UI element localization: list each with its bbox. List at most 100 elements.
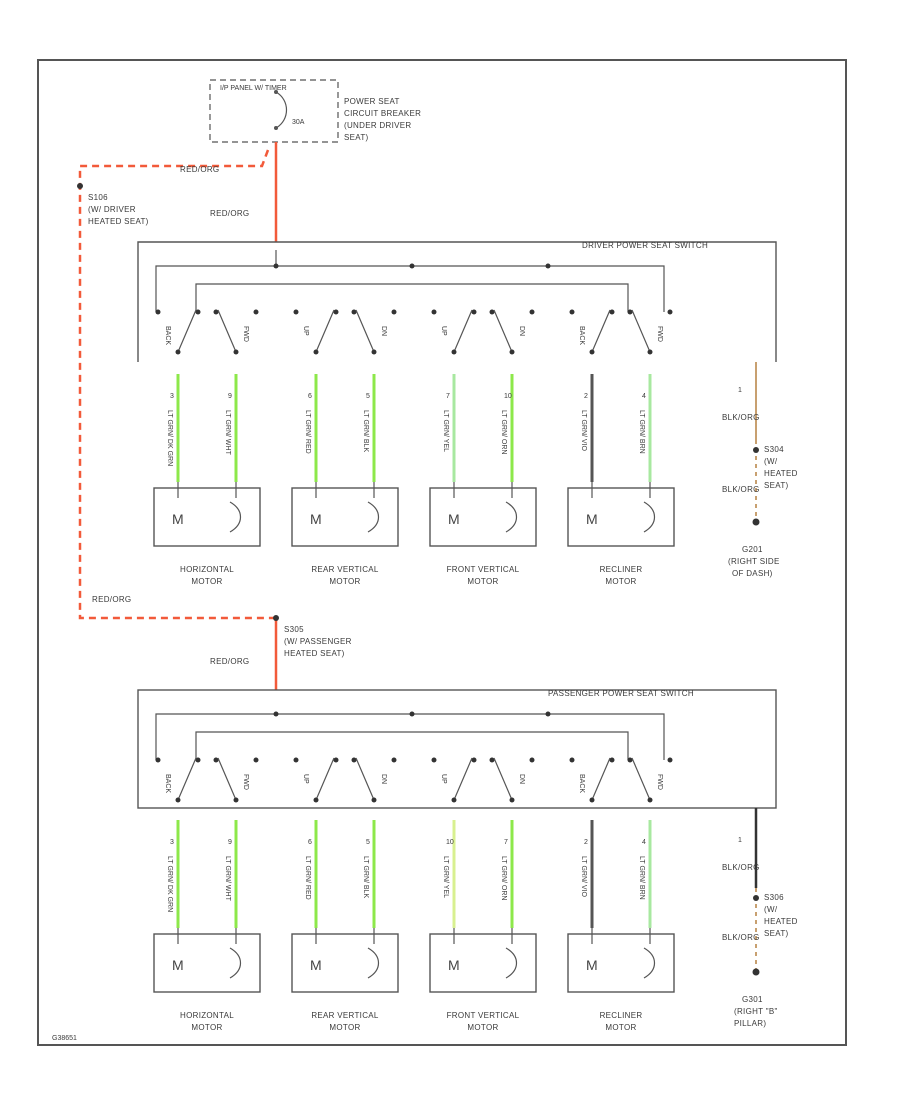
- motor-box: [291, 487, 399, 547]
- switch-blade: [217, 757, 237, 801]
- pivot: [451, 797, 457, 803]
- switch-blade: [631, 309, 651, 353]
- pin-number: 5: [366, 393, 370, 400]
- pivot: [233, 349, 239, 355]
- fuse-panel-box: [209, 79, 339, 143]
- svg-text:(RIGHT "B": (RIGHT "B": [734, 1007, 778, 1016]
- switch-position-label: DN: [380, 774, 387, 784]
- contact: [213, 757, 219, 763]
- motor-name: HORIZONTAL: [180, 565, 234, 574]
- switch-position-label: UP: [302, 774, 309, 784]
- motor-winding: [643, 501, 656, 533]
- motor-symbol: M: [586, 957, 598, 973]
- contact: [529, 757, 535, 763]
- switch-blade: [591, 309, 611, 353]
- wire-color-label: LT GRN/ RED: [304, 410, 311, 454]
- motor-winding: [229, 501, 242, 533]
- contact: [391, 309, 397, 315]
- contact: [253, 757, 259, 763]
- svg-text:S305: S305: [284, 625, 304, 634]
- switch-position-label: BACK: [578, 326, 585, 345]
- splice-dot-s106: [77, 183, 83, 189]
- switch-bus: [155, 265, 665, 312]
- bus-node: [273, 711, 279, 717]
- svg-text:BLK/ORG: BLK/ORG: [722, 413, 760, 422]
- svg-text:SEAT): SEAT): [344, 133, 369, 142]
- svg-text:HEATED: HEATED: [764, 469, 798, 478]
- motor-winding: [643, 947, 656, 979]
- fuse-panel-label: I/P PANEL W/ TIMER: [220, 85, 287, 92]
- passenger-ground: 1 BLK/ORG BLK/ORG S306 (W/ HEATED SEAT) …: [722, 808, 797, 1028]
- diagram-frame: [37, 59, 847, 1046]
- motor-winding: [367, 947, 380, 979]
- motor-name: MOTOR: [605, 577, 636, 586]
- switch-blade: [315, 309, 335, 353]
- wire-label-red-c: RED/ORG: [92, 595, 131, 604]
- contact: [627, 309, 633, 315]
- passenger-switch-outline: [137, 689, 777, 809]
- driver-switch-label: DRIVER POWER SEAT SWITCH: [582, 241, 708, 250]
- pin-number: 4: [642, 393, 646, 400]
- motor-winding: [229, 947, 242, 979]
- pivot: [509, 797, 515, 803]
- svg-text:CIRCUIT BREAKER: CIRCUIT BREAKER: [344, 109, 421, 118]
- switch-position-label: UP: [440, 326, 447, 336]
- svg-text:1: 1: [738, 837, 742, 844]
- pin-number: 7: [446, 393, 450, 400]
- pin-number: 2: [584, 839, 588, 846]
- pin-number: 4: [642, 839, 646, 846]
- bus-node: [409, 263, 415, 269]
- switch-position-label: DN: [518, 774, 525, 784]
- motor-box: [153, 487, 261, 547]
- contact: [667, 309, 673, 315]
- motor-winding: [505, 947, 518, 979]
- contact: [431, 309, 437, 315]
- wire-color-label: LT GRN/ RED: [304, 856, 311, 900]
- motor-name: HORIZONTAL: [180, 1011, 234, 1020]
- contact: [489, 757, 495, 763]
- motor-winding: [367, 501, 380, 533]
- svg-text:G301: G301: [742, 995, 763, 1004]
- passenger-switch-label: PASSENGER POWER SEAT SWITCH: [548, 689, 694, 698]
- svg-text:S306: S306: [764, 893, 784, 902]
- contact: [293, 309, 299, 315]
- svg-text:(W/ DRIVER: (W/ DRIVER: [88, 205, 136, 214]
- contact: [333, 757, 339, 763]
- bus-node: [409, 711, 415, 717]
- svg-text:SEAT): SEAT): [764, 929, 789, 938]
- svg-text:BLK/ORG: BLK/ORG: [722, 863, 760, 872]
- contact: [627, 757, 633, 763]
- splice-s106-label: S106 (W/ DRIVER HEATED SEAT): [88, 193, 148, 226]
- contact: [213, 309, 219, 315]
- switch-position-label: FWD: [242, 326, 249, 342]
- switch-position-label: DN: [380, 326, 387, 336]
- wire-color-label: LT GRN/ WHT: [224, 410, 231, 456]
- motor-name: MOTOR: [467, 577, 498, 586]
- pivot: [509, 349, 515, 355]
- wire-color-label: LT GRN/ DK GRN: [166, 410, 173, 466]
- switch-sub-bus: [195, 283, 629, 312]
- contact: [569, 757, 575, 763]
- switch-blade: [453, 757, 473, 801]
- svg-text:(W/: (W/: [764, 457, 778, 466]
- switch-blade: [493, 309, 513, 353]
- pivot: [175, 349, 181, 355]
- switch-blade: [217, 309, 237, 353]
- switch-blade: [177, 309, 197, 353]
- switch-blade: [493, 757, 513, 801]
- breaker-label: POWER SEAT CIRCUIT BREAKER (UNDER DRIVER…: [344, 97, 421, 142]
- switch-blade: [315, 757, 335, 801]
- motor-name: RECLINER: [600, 565, 643, 574]
- wire-color-label: LT GRN/ YEL: [442, 856, 449, 898]
- pivot: [371, 349, 377, 355]
- switch-position-label: BACK: [164, 774, 171, 793]
- contact: [293, 757, 299, 763]
- switch-position-label: FWD: [242, 774, 249, 790]
- pivot: [313, 349, 319, 355]
- switch-sub-bus: [195, 731, 629, 760]
- svg-text:RED/ORG: RED/ORG: [210, 657, 249, 666]
